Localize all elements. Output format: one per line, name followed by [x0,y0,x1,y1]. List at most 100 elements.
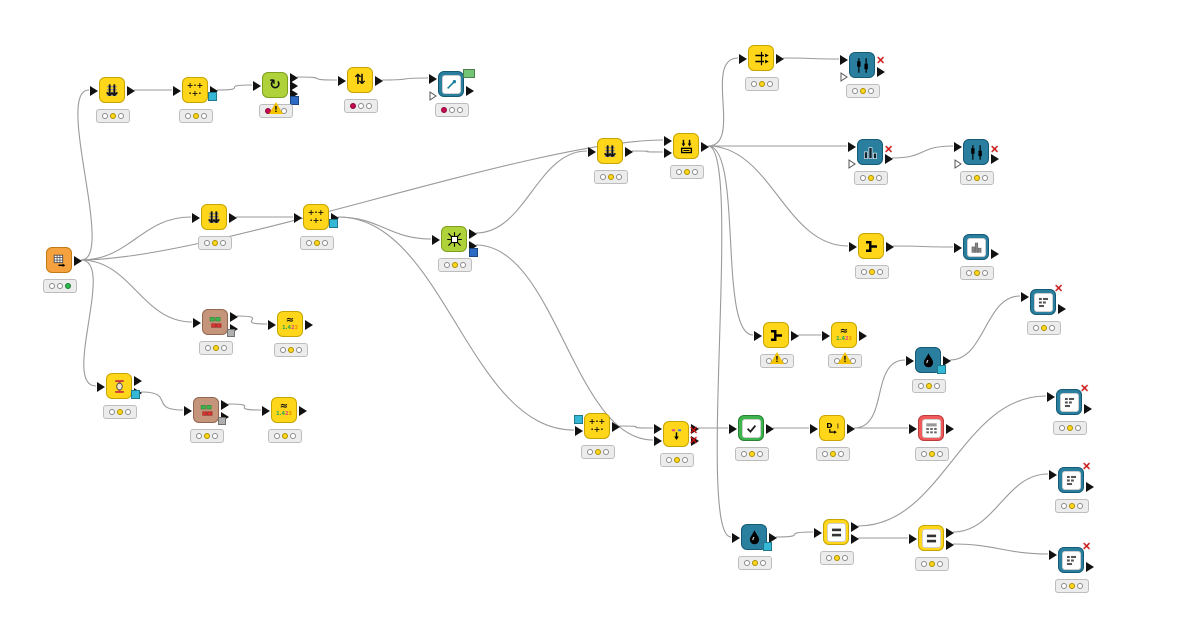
output-port[interactable] [943,356,951,366]
input-port[interactable] [1049,470,1057,480]
input-port[interactable] [294,213,302,223]
output-port[interactable] [859,331,867,341]
node-column-filter[interactable] [739,45,784,91]
flow-variable-port[interactable] [848,154,856,169]
output-port[interactable] [466,86,474,96]
input-port[interactable] [268,320,276,330]
node-rule-engine[interactable] [729,415,774,461]
output-port[interactable] [299,406,307,416]
input-port[interactable] [193,318,201,328]
input-port[interactable] [814,528,822,538]
output-port[interactable] [886,242,894,252]
input-port[interactable] [664,148,672,158]
node-statistics[interactable] [97,373,142,419]
output-port[interactable] [691,424,699,434]
input-port[interactable] [588,147,596,157]
input-port[interactable] [338,76,346,86]
input-port[interactable] [848,142,856,152]
output-port[interactable] [1084,404,1092,414]
node-missing-value[interactable]: +·+·+· [574,413,620,459]
node-table-reader[interactable] [43,247,82,293]
output-port[interactable] [331,213,339,223]
input-port[interactable] [909,534,917,544]
input-port[interactable] [739,54,747,64]
node-table-view[interactable]: ✕ [1049,541,1094,593]
output-port[interactable] [1086,482,1094,492]
output-port[interactable] [290,73,298,83]
cyan-port-square[interactable] [937,365,946,374]
node-number-rounder[interactable]: ≈1.423 [262,397,307,443]
input-port[interactable] [184,406,192,416]
gray-port-square[interactable] [227,329,235,337]
node-groupby[interactable]: ! [754,322,799,368]
output-port[interactable] [612,422,620,432]
node-row-splitter[interactable] [909,525,954,571]
node-scatter-plot[interactable] [429,69,475,117]
node-row-filter[interactable]: ≣⇊ [90,77,135,123]
node-smote[interactable] [193,309,238,355]
output-port[interactable] [305,320,313,330]
output-port[interactable] [946,424,954,434]
input-port[interactable] [954,142,962,152]
input-port[interactable] [909,424,917,434]
output-port[interactable] [210,86,218,96]
input-port[interactable] [253,81,261,91]
output-port[interactable] [290,81,298,91]
input-port[interactable] [810,424,818,434]
input-port[interactable] [732,533,740,543]
input-port[interactable] [654,424,662,434]
node-row-filter[interactable]: ≣⇊ [192,204,237,250]
output-port[interactable] [885,154,893,164]
input-port[interactable] [1047,392,1055,402]
node-color-manager[interactable] [906,347,951,393]
output-port[interactable] [847,424,855,434]
output-port[interactable] [691,436,699,446]
output-port[interactable] [766,424,774,434]
flow-variable-port[interactable] [429,86,437,101]
input-port[interactable] [90,86,98,96]
output-port[interactable] [851,534,859,544]
output-port[interactable] [851,522,859,532]
input-port[interactable] [654,436,662,446]
node-row-splitter[interactable] [814,519,859,565]
output-port[interactable] [701,142,709,152]
node-missing-value[interactable]: +·+·+· [294,204,339,250]
node-groupby[interactable] [849,233,894,279]
output-port[interactable] [991,249,999,259]
input-port[interactable] [262,406,270,416]
node-partitioning[interactable] [432,226,478,272]
node-row-filter[interactable]: ≣⇊ [588,138,633,184]
input-port[interactable] [840,55,848,65]
output-port[interactable] [877,67,885,77]
node-missing-value[interactable]: +·+·+· [173,77,218,123]
output-port[interactable] [625,147,633,157]
cyan-port-square[interactable] [329,219,338,228]
input-port[interactable] [1049,550,1057,560]
input-port[interactable] [954,243,962,253]
input-port[interactable] [849,242,857,252]
output-port[interactable] [230,312,238,322]
output-port[interactable] [1086,562,1094,572]
cyan-port-square[interactable] [208,92,217,101]
flow-variable-port[interactable] [954,154,962,169]
node-numeric-outliers[interactable]: ↻! [253,72,299,118]
output-port[interactable] [946,540,954,550]
node-table-view[interactable]: ✕ [1021,283,1066,335]
output-port[interactable] [1058,304,1066,314]
output-port[interactable] [375,76,383,86]
output-port[interactable] [769,533,777,543]
node-concatenate[interactable] [664,133,709,179]
output-port[interactable] [134,376,142,386]
output-port[interactable] [469,229,477,239]
node-table-view[interactable]: ✕ [1047,383,1092,435]
output-port[interactable] [776,54,784,64]
output-port[interactable] [74,256,82,266]
node-smote[interactable] [184,397,229,443]
output-port[interactable] [469,241,477,251]
input-port[interactable] [429,74,437,84]
input-port[interactable] [754,331,762,341]
node-number-rounder[interactable]: ≈1.423! [822,322,867,368]
input-port[interactable] [729,424,737,434]
output-port[interactable] [946,528,954,538]
